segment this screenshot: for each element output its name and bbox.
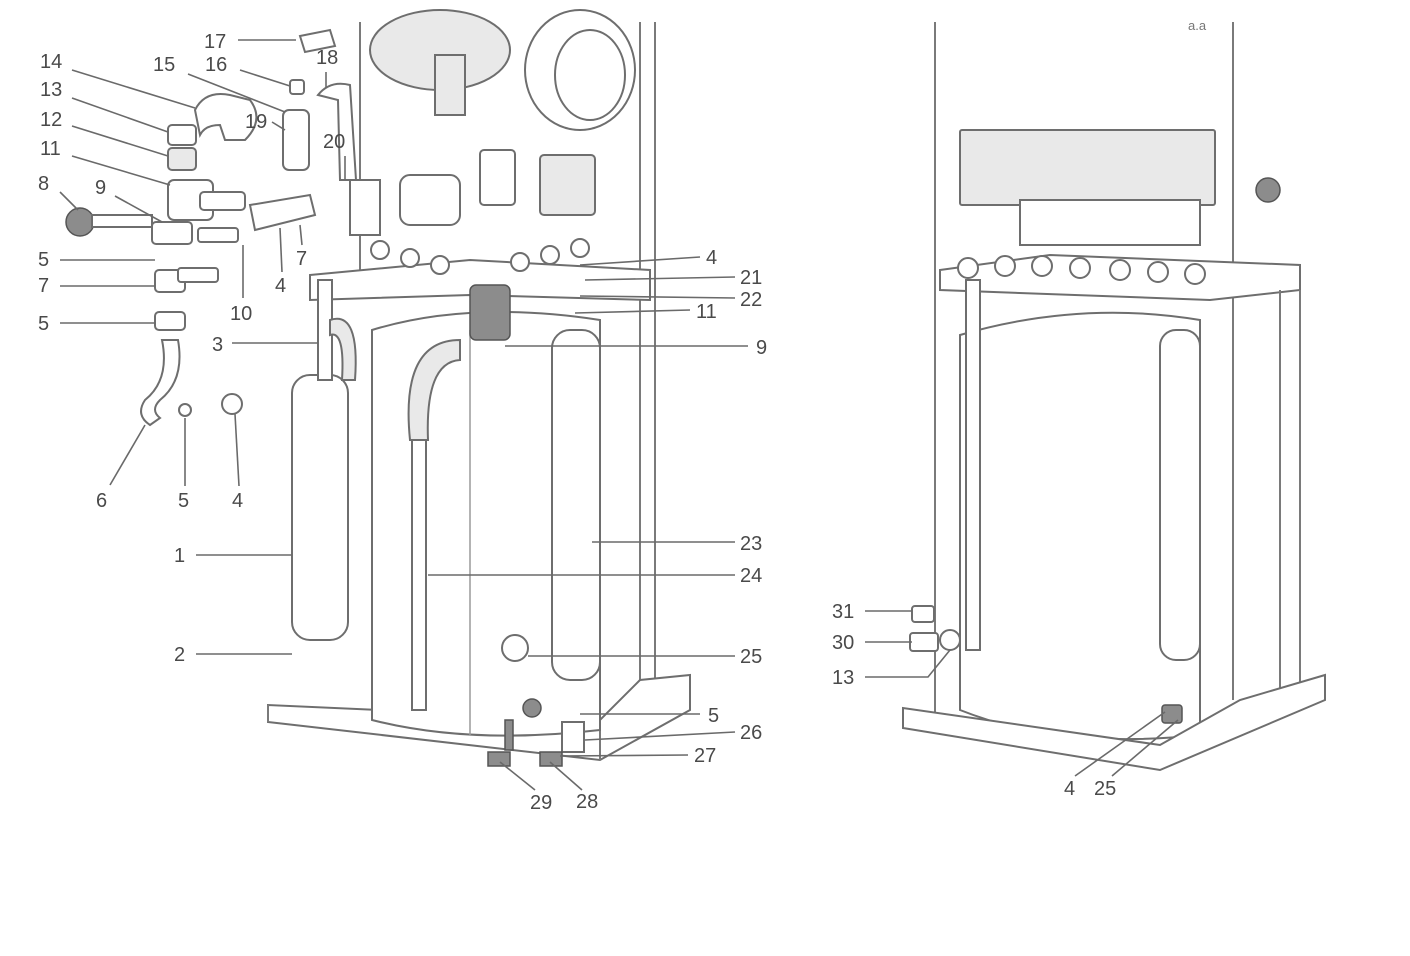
callout-20: 20	[323, 131, 345, 153]
callout-11b: 11	[696, 301, 717, 323]
callout-10: 10	[230, 303, 252, 325]
callout-8: 8	[38, 173, 49, 195]
callout-18: 18	[316, 47, 338, 69]
rear-view-callouts: 31 30 13 4 25	[832, 601, 1179, 800]
callout-7b: 7	[296, 248, 307, 270]
callout-5d: 5	[708, 705, 719, 727]
callout-5a: 5	[38, 249, 49, 271]
callout-30: 30	[832, 632, 854, 654]
callout-6: 6	[96, 490, 107, 512]
callout-28: 28	[576, 791, 598, 813]
callout-29: 29	[530, 792, 552, 814]
callout-5c: 5	[178, 490, 189, 512]
rear-view-unit	[902, 22, 1326, 772]
callout-4a: 4	[275, 275, 286, 297]
corner-mark: a.a	[1188, 18, 1207, 33]
callout-4b: 4	[706, 247, 717, 269]
front-view-callouts: 17 18 16 15 14 13 12 11 8 9 19 20	[38, 31, 767, 814]
callout-1: 1	[174, 545, 185, 567]
callout-3: 3	[212, 334, 223, 356]
callout-21: 21	[740, 267, 762, 289]
callout-31: 31	[832, 601, 854, 623]
callout-19: 19	[245, 111, 267, 133]
callout-23: 23	[740, 533, 762, 555]
callout-4d: 4	[1064, 778, 1075, 800]
callout-12: 12	[40, 109, 62, 131]
callout-5b: 5	[38, 313, 49, 335]
callout-9b: 9	[756, 337, 767, 359]
front-view-unit	[267, 9, 691, 767]
callout-22: 22	[740, 289, 762, 311]
callout-7a: 7	[38, 275, 49, 297]
callout-2: 2	[174, 644, 185, 666]
callout-4c: 4	[232, 490, 243, 512]
callout-25b: 25	[1094, 778, 1116, 800]
callout-24: 24	[740, 565, 762, 587]
callout-17: 17	[204, 31, 226, 53]
callout-26: 26	[740, 722, 762, 744]
callout-25: 25	[740, 646, 762, 668]
callout-15: 15	[153, 54, 175, 76]
callout-16: 16	[205, 54, 227, 76]
callout-27: 27	[694, 745, 716, 767]
callout-11: 11	[40, 138, 61, 160]
exploded-fittings	[65, 28, 358, 427]
callout-13: 13	[40, 79, 62, 101]
callout-13b: 13	[832, 667, 854, 689]
callout-14: 14	[40, 51, 62, 73]
callout-9: 9	[95, 177, 106, 199]
